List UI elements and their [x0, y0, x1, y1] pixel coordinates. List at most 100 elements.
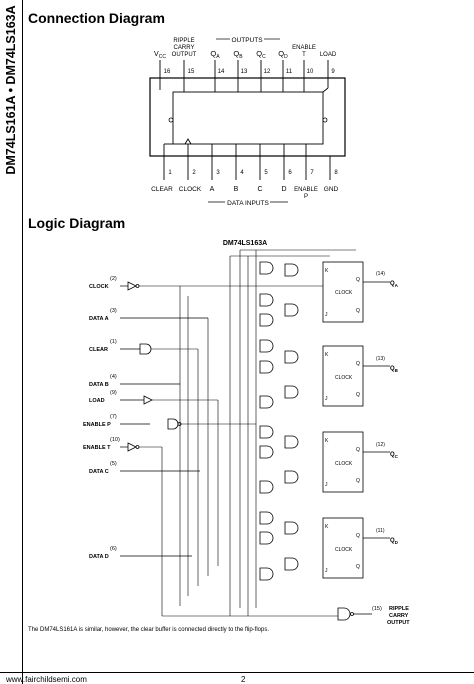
stage-a — [259, 261, 390, 327]
bottom-pin-numbers: 1 2 3 4 5 6 7 8 — [168, 170, 338, 176]
stage-b-gate2 — [284, 350, 299, 364]
internal-inversion-bubble-right — [322, 117, 328, 123]
clock-edge-marker — [184, 138, 192, 145]
data-c-pin: (5) — [110, 461, 117, 467]
outputs-group-label: OUTPUTS — [231, 37, 263, 44]
pin1-name: CLEAR — [151, 186, 173, 193]
pin4-name: B — [234, 186, 239, 193]
data-d-input-label: DATA D — [89, 554, 109, 560]
pin7-number: 7 — [310, 170, 314, 176]
pin6-name: D — [281, 186, 286, 193]
stage-d-k: K — [325, 524, 329, 530]
stage-b-gate3 — [259, 360, 274, 374]
stage-a-ff-labels: K J Q Q CLOCK (14) QA — [325, 268, 399, 318]
stage-a-k: K — [325, 268, 329, 274]
pin15-name-line2: CARRY — [174, 45, 195, 51]
pin13-name: QB — [233, 49, 243, 60]
package-outline — [149, 77, 346, 157]
pin16-number: 16 — [164, 69, 171, 75]
bus-lines — [179, 250, 257, 616]
top-pin-numbers: 16 15 14 13 12 11 10 9 — [164, 69, 336, 75]
stage-a-gate5 — [259, 313, 274, 327]
stage-a-j: J — [325, 312, 328, 318]
stage-c-gate3 — [259, 445, 274, 459]
output-qa-label: QA — [390, 281, 399, 288]
pin9-number: 9 — [331, 69, 335, 75]
stage-d-j: J — [325, 568, 328, 574]
logic-diagram: DM74LS163A (2) CLOCK (3) DATA A (1) CLEA… — [83, 240, 410, 626]
enable-t-buffer — [127, 442, 137, 452]
ripple-carry-label: (15) RIPPLE CARRY OUTPUT — [372, 606, 410, 626]
stage-b-gate4 — [284, 385, 299, 399]
stage-b-flipflop — [322, 345, 364, 407]
stage-a-qbar: Q — [356, 308, 360, 314]
data-a-input-label: DATA A — [89, 316, 109, 322]
pin12-number: 12 — [264, 69, 271, 75]
top-pin-names: VCC RIPPLE CARRY OUTPUT QA QB QC QD ENAB… — [154, 38, 337, 60]
connection-diagram-heading: Connection Diagram — [28, 10, 165, 26]
pin15-number: 15 — [188, 69, 195, 75]
pin11-name: QD — [278, 49, 288, 60]
pin3-name: A — [210, 186, 215, 193]
enable-p-pin: (7) — [110, 414, 117, 420]
pin4-number: 4 — [240, 170, 244, 176]
output-qb-pin: (13) — [376, 356, 385, 362]
stage-d-gate1 — [259, 511, 274, 525]
stage-b-j: J — [325, 396, 328, 402]
output-qd-pin: (11) — [376, 528, 385, 534]
enable-t-input-label: ENABLE T — [83, 445, 111, 451]
stage-c-clock: CLOCK — [335, 461, 353, 467]
internal-inversion-bubble-left — [168, 117, 174, 123]
enable-nand-bubble — [177, 422, 182, 426]
stage-c-k: K — [325, 438, 329, 444]
pin7-name-line1: ENABLE — [294, 187, 318, 193]
pin11-number: 11 — [286, 69, 293, 75]
clear-input-label: CLEAR — [89, 347, 108, 353]
part-number-title: DM74LS161A • DM74LS163A — [4, 5, 18, 175]
stage-d-gate2 — [284, 521, 299, 535]
stage-b-k: K — [325, 352, 329, 358]
output-qc-label: QC — [390, 452, 399, 459]
connection-diagram: OUTPUTS VCC RIPPLE CARRY OUTPUT QA QB QC… — [149, 37, 346, 207]
pin5-number: 5 — [264, 170, 268, 176]
pin5-name: C — [257, 186, 262, 193]
ripple-carry-gate — [337, 607, 351, 621]
enable-p-input-label: ENABLE P — [83, 422, 111, 428]
stage-b — [259, 339, 390, 409]
input-wires — [120, 285, 208, 557]
ripple-carry-line2: CARRY — [389, 613, 409, 619]
enable-t-pin: (10) — [110, 437, 120, 443]
stage-a-gate4 — [284, 303, 299, 317]
output-qc-pin: (12) — [376, 442, 385, 448]
stage-a-clock: CLOCK — [335, 290, 353, 296]
sidebar: DM74LS161A • DM74LS163A — [0, 0, 23, 684]
pin10-name-line1: ENABLE — [292, 45, 316, 51]
bottom-pins — [163, 143, 331, 180]
stage-c-gate4 — [284, 470, 299, 484]
load-pin: (9) — [110, 390, 117, 396]
load-buffer — [143, 395, 153, 405]
stage-a-flipflop — [322, 261, 364, 323]
pin10-name-line2: T — [302, 52, 306, 58]
data-b-pin: (4) — [110, 374, 117, 380]
logic-diagram-heading: Logic Diagram — [28, 215, 126, 231]
footnote: The DM74LS161A is similar, however, the … — [28, 627, 270, 633]
pin3-number: 3 — [216, 170, 220, 176]
stage-d — [259, 511, 390, 581]
pin2-name: CLOCK — [179, 186, 202, 193]
pin12-name: QC — [256, 49, 266, 60]
clock-pin: (2) — [110, 276, 117, 282]
pin16-name: VCC — [154, 51, 166, 60]
page-number: 2 — [241, 675, 246, 684]
internal-block — [172, 91, 324, 145]
stage-d-clock: CLOCK — [335, 547, 353, 553]
stage-a-gate3 — [259, 293, 274, 307]
footer-url[interactable]: www.fairchildsemi.com — [6, 675, 87, 684]
stage-a-gate1 — [259, 261, 274, 275]
enable-t-buffer-bubble — [135, 445, 140, 449]
output-qa-pin: (14) — [376, 271, 385, 277]
data-d-pin: (6) — [110, 546, 117, 552]
stage-c-q: Q — [356, 447, 360, 453]
bus-feeds — [139, 249, 356, 617]
pin8-number: 8 — [334, 170, 338, 176]
